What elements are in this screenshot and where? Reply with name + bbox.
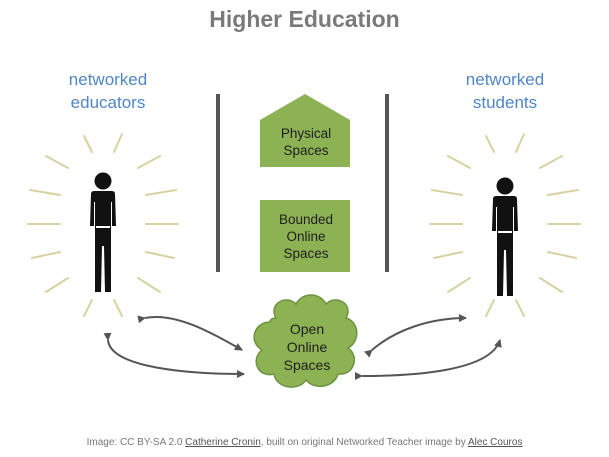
- caption-prefix: Image: CC BY-SA 2.0: [86, 437, 186, 448]
- caption-middle: , built on original Networked Teacher im…: [260, 437, 468, 448]
- educator-arrow-upper: [137, 315, 243, 351]
- physical-line1: Physical: [280, 126, 332, 141]
- original-author-link[interactable]: Alec Couros: [467, 437, 523, 448]
- bounded-line1: Bounded: [278, 212, 334, 227]
- physical-spaces-label: Physical Spaces: [260, 125, 352, 159]
- bounded-line2: Online: [286, 229, 326, 244]
- educator-glow-rays: [27, 133, 179, 317]
- physical-spaces-shape: [260, 94, 350, 167]
- student-arrow-lower: [354, 339, 502, 381]
- right-divider: [385, 94, 389, 272]
- student-arrow-upper: [364, 314, 467, 358]
- open-line3: Spaces: [283, 357, 331, 373]
- open-line1: Open: [289, 321, 325, 337]
- open-spaces-label: Open Online Spaces: [262, 320, 352, 374]
- image-credit-caption: Image: CC BY-SA 2.0 Catherine Cronin, bu…: [0, 437, 609, 448]
- student-glow-rays: [429, 133, 581, 317]
- left-label-line2: educators: [70, 93, 146, 112]
- open-line2: Online: [286, 339, 328, 355]
- networked-educators-label: networked educators: [38, 68, 178, 114]
- educator-person-icon: [90, 172, 116, 292]
- student-person-icon: [492, 177, 518, 296]
- right-label-line2: students: [472, 93, 538, 112]
- page-title: Higher Education: [209, 6, 400, 32]
- physical-line2: Spaces: [283, 143, 329, 158]
- educator-arrow-lower: [103, 332, 245, 378]
- bounded-spaces-shape: [260, 200, 350, 272]
- author-link[interactable]: Catherine Cronin: [185, 437, 261, 448]
- bounded-line3: Spaces: [283, 246, 329, 261]
- bounded-spaces-label: Bounded Online Spaces: [260, 211, 352, 262]
- open-spaces-cloud-shape: [253, 294, 358, 388]
- left-divider: [216, 94, 220, 272]
- networked-students-label: networked students: [435, 68, 575, 114]
- left-label-line1: networked: [68, 70, 148, 89]
- right-label-line1: networked: [465, 70, 545, 89]
